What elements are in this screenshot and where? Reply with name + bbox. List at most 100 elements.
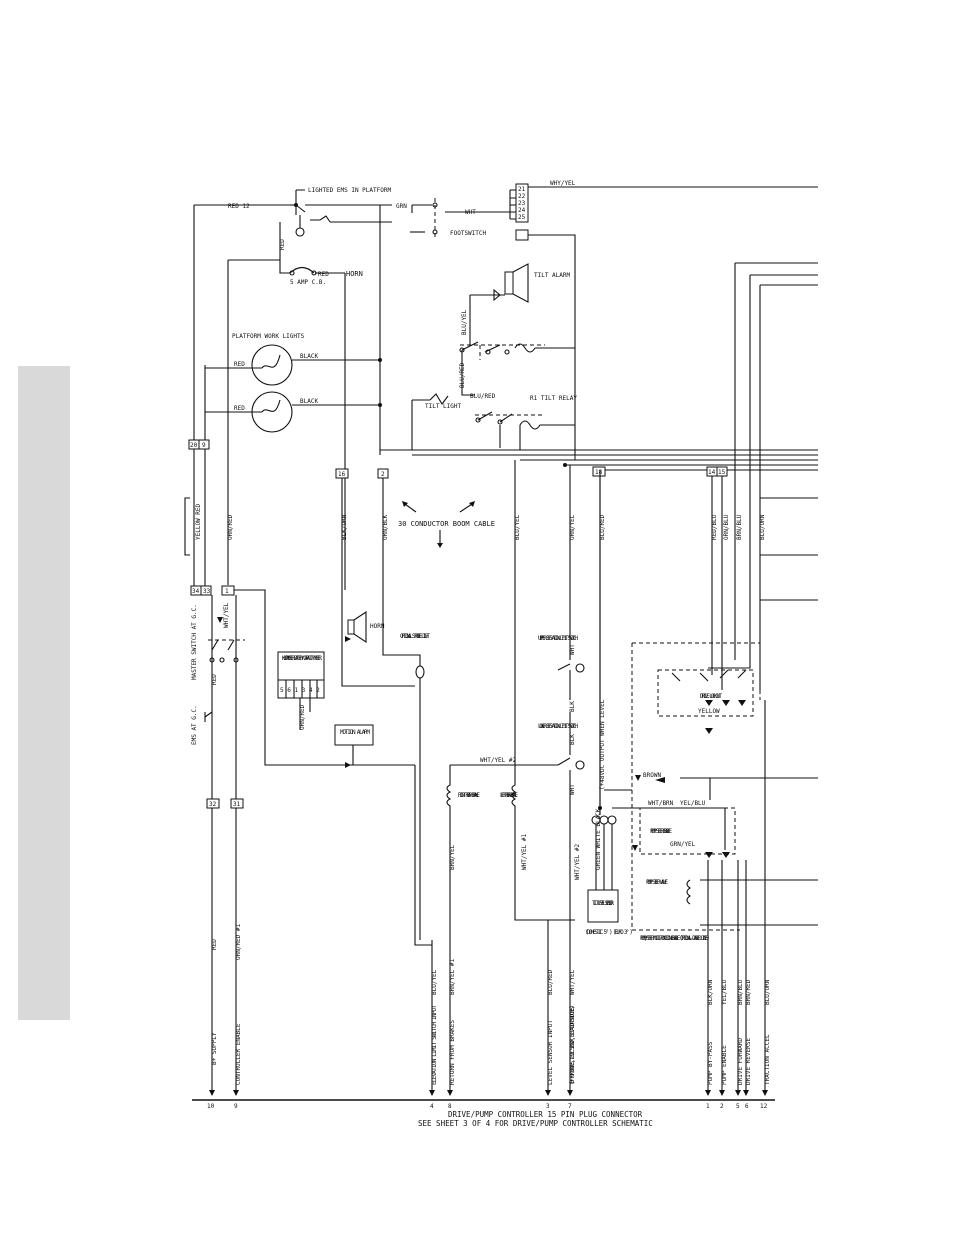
pump-steer-enable-label: PUMP STEER ENABLE: [650, 828, 672, 835]
svg-text:9: 9: [202, 442, 206, 449]
left-brake-label: LEFT REAR BRAKE: [500, 792, 518, 799]
footswitch-label: FOOTSWITCH: [450, 230, 487, 237]
brn-yel-label: BRN/YEL: [449, 844, 456, 870]
svg-text:PUMP BY-PASS: PUMP BY-PASS: [707, 1041, 714, 1085]
wht-label-lower: WHT: [569, 784, 576, 795]
caption-line2: SEE SHEET 3 OF 4 FOR DRIVE/PUMP CONTROLL…: [418, 1119, 653, 1128]
right-rear-brake: [446, 765, 452, 880]
red-label-horn: RED: [318, 271, 329, 278]
svg-text:22: 22: [518, 193, 526, 200]
wire-horn-feed: [228, 259, 290, 274]
wire-right-mid: [604, 570, 818, 926]
wht-yel2-label-lower: WHT/YEL #2: [574, 843, 581, 880]
boom-cable-bracket: [184, 497, 190, 556]
right-verticals: [734, 262, 818, 595]
output-level-label: (+48VDC OUTPUT WHEN LEVEL: [599, 699, 606, 790]
connector-34-33: 34 33: [190, 585, 212, 596]
bottom-wire-labels: RED B+ SUPPLY ORN/RED #1 CONTROLLER ENAB…: [211, 923, 771, 1085]
cb-label: 5 AMP C.B.: [290, 279, 326, 286]
lighted-ems-label: LIGHTED EMS IN PLATFORM: [308, 187, 391, 194]
caption-line1: DRIVE/PUMP CONTROLLER 15 PIN PLUG CONNEC…: [448, 1110, 643, 1119]
connector-18: 18: [592, 466, 606, 477]
svg-text:BRN/YEL #1: BRN/YEL #1: [449, 958, 456, 995]
lighted-ems-switch: [290, 189, 331, 237]
wire-plug-down: [528, 234, 576, 455]
blu-yel-label-cable: BLU/YEL: [514, 514, 521, 540]
svg-text:12: 12: [760, 1103, 768, 1110]
wire-horn-lower: [341, 625, 415, 687]
pin-numbers: 10 9 4 8 3 7 1 2 5 6 12: [207, 1103, 768, 1110]
red-label-ems: RED: [279, 239, 286, 250]
svg-text:(B+ FOR BRAKES, LEVEL SENSOR,: (B+ FOR BRAKES, LEVEL SENSOR, ELEVATION …: [569, 1005, 576, 1085]
master-switch-label: MASTER SWITCH AT G.C.: [191, 604, 198, 680]
svg-text:15: 15: [718, 469, 726, 476]
multi-function-label: PUMP/STEER MULTI-FUNCTION ENABLE (OPTION…: [640, 935, 710, 942]
blu-red-label-relay: BLU/RED: [470, 393, 496, 400]
orn-red-label: ORN/RED: [227, 514, 234, 540]
svg-text:B+ SUPPLY: B+ SUPPLY: [211, 1032, 218, 1065]
tilt-relay-contacts: [459, 341, 575, 360]
diode-master: [217, 617, 223, 623]
connector-16: 16: [335, 468, 349, 479]
multi-function-enable: [631, 642, 761, 931]
red-label-l1: RED: [234, 361, 245, 368]
brn-blu-label-cable: BRN/BLU: [736, 514, 743, 540]
svg-text:3: 3: [546, 1103, 550, 1110]
orn-red-meter-label: ORN/RED: [299, 704, 306, 730]
horn-lower: [347, 610, 367, 644]
svg-text:BLU/RED: BLU/RED: [547, 969, 554, 995]
connector-2: 2: [377, 468, 389, 479]
svg-text:21: 21: [518, 186, 526, 193]
hourmeter-label: HOURMETER BATTERY CAPACITY METER: [282, 655, 322, 662]
wht-yel1-label: WHT/YEL #1: [521, 833, 528, 870]
svg-text:WHT/YEL: WHT/YEL: [569, 969, 576, 995]
wht-label-upper: WHT: [569, 644, 576, 655]
upper-limit-switch: [557, 640, 585, 700]
circuit-breaker: [289, 266, 317, 276]
svg-text:LEVEL SENSOR INPUT: LEVEL SENSOR INPUT: [547, 1020, 554, 1085]
svg-text:32: 32: [209, 801, 217, 808]
plug-top: 21 22 23 24 25: [509, 183, 529, 241]
svg-text:BRN/RED: BRN/RED: [745, 979, 752, 1005]
blu-red-label-mid: BLU/RED: [459, 362, 466, 388]
motion-alarm-label: MOTION ALARM: [340, 729, 370, 736]
right-brake-label: RIGHT REAR BRAKE: [458, 792, 480, 799]
svg-text:20: 20: [190, 442, 198, 449]
blu-orn-label-cable: BLU/ORN: [759, 514, 766, 540]
blk-label-upper: BLK: [569, 701, 576, 712]
svg-text:PUMP ENABLE: PUMP ENABLE: [721, 1045, 728, 1085]
wht-brn-label: WHT/BRN: [648, 800, 674, 807]
blk-orn-label: BLK/ORN: [341, 514, 348, 540]
svg-text:BRN/BLU: BRN/BLU: [737, 979, 744, 1005]
grn-label: GRN: [396, 203, 407, 210]
svg-text:TRACTION ACCEL: TRACTION ACCEL: [764, 1034, 771, 1085]
wht-yel2-label: WHT/YEL #2: [480, 757, 517, 764]
brown-label: BROWN: [643, 772, 661, 779]
svg-text:18: 18: [595, 469, 603, 476]
tilt-alarm: [470, 263, 529, 303]
wire-tilt-light: [411, 399, 430, 450]
svg-text:DRIVE REVERSE: DRIVE REVERSE: [745, 1038, 752, 1085]
svg-text:5: 5: [736, 1103, 740, 1110]
wire-orn-red-meter: [299, 698, 311, 730]
ems-gc-label: EMS AT G.C.: [191, 705, 198, 745]
lower-limit-label: LOWER ELEVATION LIMIT SWITCH: [538, 723, 578, 730]
work-light-1: [251, 344, 293, 386]
svg-text:ORN/RED #1: ORN/RED #1: [235, 923, 242, 960]
svg-text:5 6 1 3 4 2: 5 6 1 3 4 2: [280, 687, 320, 694]
svg-text:2: 2: [381, 471, 385, 478]
tilt-level-sensor: [587, 815, 619, 923]
svg-text:BLU/YEL: BLU/YEL: [431, 969, 438, 995]
wire-cable-verticals: [341, 460, 723, 810]
hourmeter: 5 6 1 3 4 2: [277, 651, 325, 699]
black-label-l1: BLACK: [300, 353, 318, 360]
svg-text:1: 1: [225, 588, 229, 595]
wire-light-black: [292, 359, 380, 406]
drive-lockout-label: DRIVE LOCKOUT: [700, 693, 722, 700]
svg-text:CONTROLLER ENABLE: CONTROLLER ENABLE: [235, 1023, 242, 1085]
tilt-relay-coil: [475, 411, 575, 430]
svg-text:23: 23: [518, 200, 526, 207]
r1-tilt-relay-label: R1 TILT RELAY: [530, 395, 577, 402]
strobe-light: [382, 640, 425, 940]
